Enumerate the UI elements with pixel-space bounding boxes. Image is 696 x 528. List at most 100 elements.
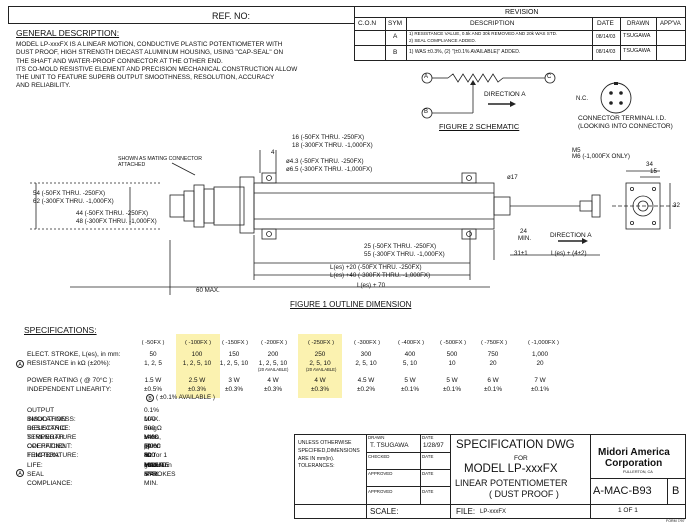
resistance-value: 1, 2, 5, 10: [182, 360, 212, 367]
dim-m6: M6 (-1,000FX ONLY): [572, 153, 630, 160]
dim-d17: ø17: [507, 174, 518, 181]
specifications-title: SPECIFICATIONS:: [24, 325, 97, 335]
dim-h48: 48 (-300FX THRU. -1,000FX): [76, 218, 157, 225]
title-desc2: ( DUST PROOF ): [489, 489, 559, 499]
power-value: 4.5 W: [357, 377, 375, 384]
dim-25: 25 (-50FX THRU. -250FX): [364, 243, 437, 250]
rev-row-b-drawn: TSUGAWA: [623, 48, 651, 54]
model-code: ( -100FX ): [185, 340, 212, 346]
resistance-value: 1, 2, 5, 10: [219, 360, 249, 367]
schematic-direction: DIRECTION A: [484, 91, 526, 98]
highlight-100fx: [176, 334, 220, 398]
dim-4: 4: [271, 149, 275, 156]
dim-h44: 44 (-50FX THRU. -250FX): [76, 210, 149, 217]
spec-value: IP40: [144, 470, 158, 478]
model-code: ( -500FX ): [440, 340, 467, 346]
revision-table: [354, 6, 686, 61]
dim-d43: ø4.3 (-50FX THRU. -250FX): [286, 158, 364, 165]
power-value: 1.5 W: [144, 377, 162, 384]
tb-row: [590, 478, 686, 479]
resistance-value: 1, 2, 5: [144, 360, 162, 367]
spec-key: TEMPERATURE COEFFICIENT:: [27, 434, 77, 451]
linearity-value: ±0.1%: [483, 386, 503, 393]
tb-col: [450, 434, 451, 519]
lin-revision-symbol: B: [146, 394, 154, 402]
stroke-value: 400: [404, 351, 416, 358]
dim-60max: 60 MAX.: [196, 287, 220, 294]
revision-col: [406, 17, 407, 61]
general-description-line: ITS CO-MOLD RESISTIVE ELEMENT AND PRECIS…: [16, 65, 298, 73]
power-value: 5 W: [446, 377, 458, 384]
linearity-value: ±0.5%: [143, 386, 163, 393]
company-name-1: Midori America: [598, 447, 670, 458]
dim-l40: L(es) +40 (-300FX THRU. -1,000FX): [330, 272, 431, 279]
spec-value: 400 grams MAX.: [144, 452, 163, 478]
title-for: FOR: [514, 455, 528, 462]
linearity-value: ±0.3%: [224, 386, 244, 393]
company-location: FULLERTON, CA: [623, 470, 653, 474]
figure2-title: FIGURE 2 SCHEMATIC: [439, 122, 520, 131]
model-code: ( -750FX ): [481, 340, 508, 346]
tb-col: [667, 478, 668, 504]
dim-les4: L(es) + (4±2): [551, 250, 587, 257]
resistance-value: 20: [536, 360, 544, 367]
rev-row-a-date: 08/14/03: [596, 34, 616, 40]
spec-key: FRICTION:: [27, 452, 60, 460]
approved-date-key-1: DATE: [422, 471, 434, 476]
linearity-value: ±0.3%: [187, 386, 207, 393]
resistance-value: 1, 2, 5, 10: [258, 360, 288, 367]
revision-letter: B: [672, 485, 680, 497]
linearity-value: ±0.2%: [356, 386, 376, 393]
dim-min: MIN.: [518, 235, 532, 242]
spec-key: SEAL COMPLIANCE:: [27, 470, 73, 487]
stroke-value: 200: [267, 351, 279, 358]
title-heading: SPECIFICATION DWG: [456, 439, 575, 451]
resistance-value: 5, 10: [402, 360, 418, 367]
unless-note-line: UNLESS OTHERWISE: [298, 440, 352, 446]
dim-l70: L(es) + 70: [357, 282, 386, 289]
rev-header-drawn: DRAWN: [627, 21, 650, 27]
revision-col: [656, 17, 657, 61]
form-number: FORM 7/97: [666, 519, 685, 523]
date-value: 1/28/97: [423, 442, 444, 449]
seal-revision-symbol: A: [16, 469, 24, 477]
rev-row-a-drawn: TSUGAWA: [623, 33, 651, 39]
title-model: MODEL LP-xxxFX: [464, 463, 558, 475]
connector-terminal-label2: (LOOKING INTO CONNECTOR): [578, 123, 673, 130]
general-description-line: DUST PROOF, HIGH STRENGTH DIECAST ALUMIN…: [16, 49, 284, 57]
spec-value: ±400 ppm/°C MAX.: [144, 434, 161, 469]
unless-note-line: SPECIFIED,DIMENSIONS: [298, 447, 360, 454]
spec-key: OPERATING TEMPERATURE:: [27, 443, 79, 460]
res-revision-symbol: A: [16, 360, 24, 368]
rev-header-date: DATE: [597, 20, 614, 27]
revision-col: [385, 17, 386, 61]
spec-value: -40°C to +125°C: [144, 443, 167, 469]
schematic-terminal-a: A: [424, 74, 429, 80]
unless-note-line: ARE IN mm(in).: [298, 455, 335, 462]
date-key: DATE: [422, 435, 434, 440]
model-code: ( -400FX ): [398, 340, 425, 346]
approved-key-1: APPROVED: [368, 471, 393, 476]
unless-note-line: TOLERANCES:: [298, 463, 335, 470]
rev-row-b-desc1: 1) WAS ±0.3%, (2) "(±0.1% AVAILABLE)" AD…: [409, 49, 521, 55]
stroke-label: ELECT. STROKE, L(es), in mm:: [27, 351, 121, 358]
linearity-value: ±0.1%: [400, 386, 420, 393]
revision-col: [592, 17, 593, 61]
checked-date-key: DATE: [422, 454, 434, 459]
linearity-value: ±0.3%: [263, 386, 283, 393]
mating-note-1: SHOWN AS MATING CONNECTOR: [118, 156, 202, 162]
revision-divider: [354, 30, 686, 31]
tb-row: [294, 504, 686, 505]
direction-a: DIRECTION A: [550, 232, 592, 239]
approved-key-2: APPROVED: [368, 489, 393, 494]
model-code: ( -150FX ): [222, 340, 249, 346]
power-value: 5 W: [404, 377, 416, 384]
dim-34: 34: [646, 161, 653, 168]
resistance-value: 20: [489, 360, 497, 367]
power-value: 7 W: [534, 377, 546, 384]
general-description-line: MODEL LP-xxxFX IS A LINEAR MOTION, CONDU…: [16, 41, 283, 48]
rev-row-a-desc1: 1) RESISTANCE VALUE, 0.5k AND 30k REMOVE…: [409, 31, 558, 36]
spec-key: INSULATION RESISTANCE:: [27, 416, 71, 433]
